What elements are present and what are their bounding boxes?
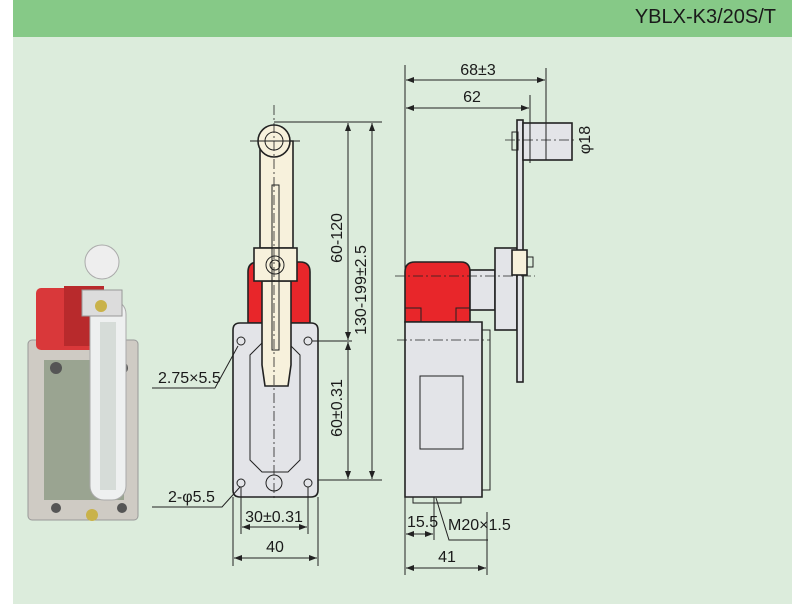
dim-reach-min: 62 bbox=[463, 89, 481, 106]
dim-lever-range: 60-120 bbox=[329, 213, 346, 263]
front-view bbox=[232, 105, 319, 500]
dim-hole-spacing-h: 30±0.31 bbox=[245, 509, 303, 526]
dim-depth: 41 bbox=[438, 549, 456, 566]
dim-holes: 2-φ5.5 bbox=[168, 489, 215, 506]
dim-roller-diameter: φ18 bbox=[577, 126, 594, 154]
header-bar: YBLX-K3/20S/T bbox=[13, 0, 792, 37]
drawing-area bbox=[13, 37, 792, 604]
side-view bbox=[395, 119, 575, 504]
front-dimensions: 60-120 130-199±2.5 60±0.31 30±0.31 40 2.… bbox=[152, 121, 382, 566]
dim-total-height: 130-199±2.5 bbox=[353, 245, 370, 335]
model-title: YBLX-K3/20S/T bbox=[634, 6, 776, 28]
product-photo bbox=[27, 244, 139, 521]
dim-conduit-offset: 15.5 bbox=[407, 514, 438, 531]
side-dimensions: 68±3 62 φ18 15.5 M20×1.5 41 bbox=[404, 62, 594, 575]
dim-hole-spacing-v: 60±0.31 bbox=[329, 379, 346, 437]
dim-thread: M20×1.5 bbox=[448, 517, 511, 534]
dim-slot: 2.75×5.5 bbox=[158, 370, 221, 387]
dim-width: 40 bbox=[266, 539, 284, 556]
dim-reach: 68±3 bbox=[460, 62, 496, 79]
